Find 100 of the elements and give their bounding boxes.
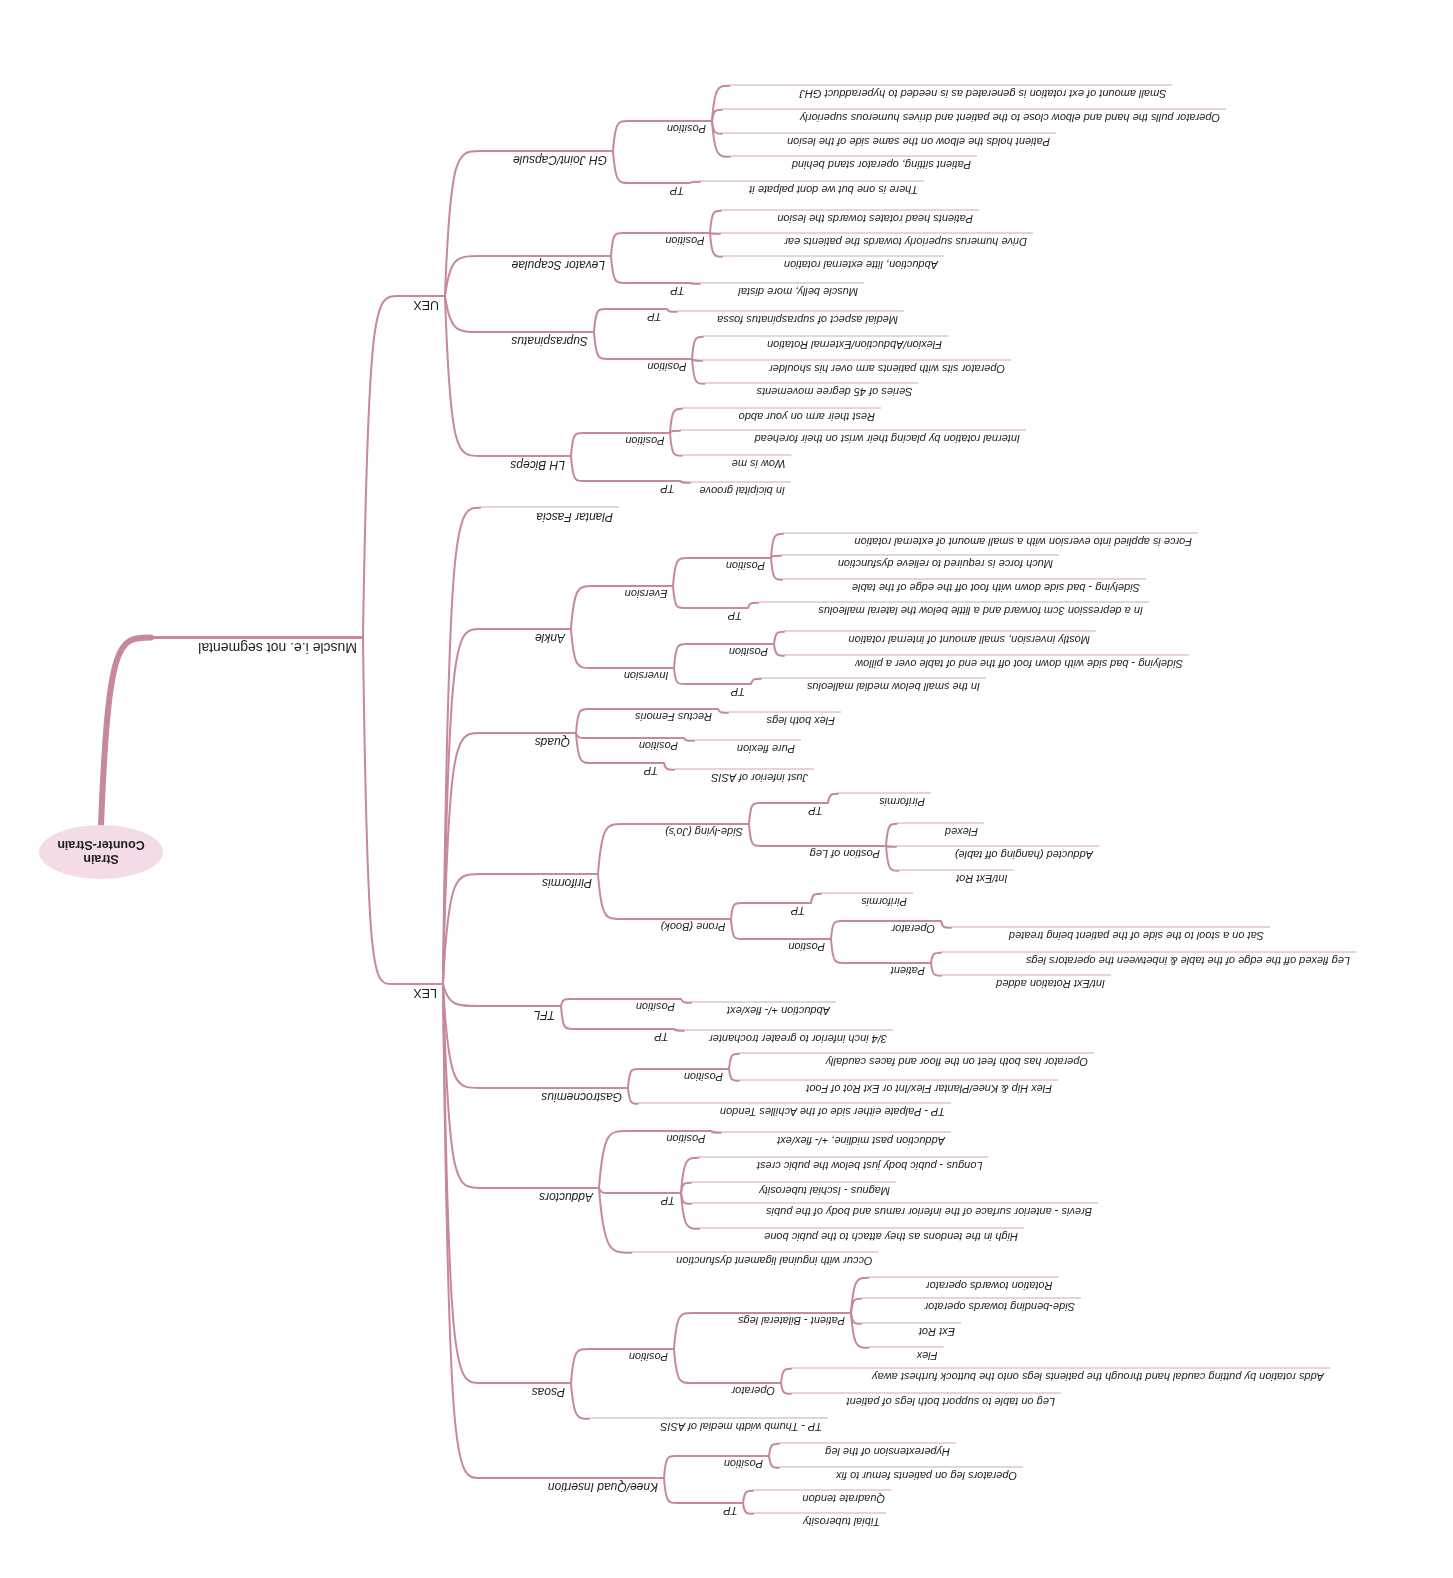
topic-label: Flex both legs <box>728 712 841 728</box>
branch-line <box>717 708 729 714</box>
branch-line <box>680 1192 700 1230</box>
topic-label: Adductors <box>480 1187 599 1204</box>
topic-label: Position <box>607 358 692 374</box>
branch-line <box>444 255 481 297</box>
topic-label: TP <box>624 282 690 298</box>
branch-line <box>663 762 675 771</box>
topic-label: TP <box>741 902 811 918</box>
branch-line <box>940 920 952 929</box>
branch-line <box>362 295 399 639</box>
topic-label: In bicipital groove <box>690 482 791 498</box>
topic-label: Supraspinatus <box>480 331 594 348</box>
topic-label: Eversion <box>592 585 673 601</box>
topic-label: TP <box>629 182 690 198</box>
topic-label: There is one but we dont palpate it <box>700 181 924 197</box>
branch-line <box>575 732 592 764</box>
branch-line <box>780 1382 792 1395</box>
topic-label: Sidelying - bad side with down foot off the end of table over a pillow <box>784 655 1189 671</box>
branch-line <box>672 557 688 587</box>
topic-label: Operator <box>691 1382 781 1398</box>
branch-line <box>691 358 703 362</box>
topic-label: TP <box>684 607 748 623</box>
topic-label: Longus - pubic body just below the pubic crest <box>698 1157 988 1173</box>
topic-label: LH Biceps <box>480 455 571 472</box>
topic-label: Medial aspect of supraspinatus fossa <box>677 311 904 327</box>
topic-label: Tibial tuberosity <box>753 1513 886 1529</box>
branch-line <box>598 1187 633 1254</box>
topic-label: Mostly inversion, small amount of internal rotation <box>784 631 1096 647</box>
topic-label: Position <box>638 1068 729 1084</box>
topic-label: Muscle i.e. not segmental <box>151 636 363 657</box>
branch-line <box>885 845 900 872</box>
topic-label: TP - Palpate either side of the Achilles Tendon <box>638 1103 951 1119</box>
branch-line <box>773 630 785 645</box>
branch-line <box>689 180 701 184</box>
topic-label: Adduction past midline, +/- flex/ext <box>721 1132 951 1148</box>
topic-label: Sat on a stool to the side of the patient being treated <box>951 927 1270 943</box>
branch-line <box>570 432 584 457</box>
branch-line <box>680 998 692 1004</box>
topic-label: Piriformis <box>838 793 931 809</box>
topic-label: TP <box>572 1028 674 1044</box>
topic-label: Just inferior of ASIS <box>674 769 814 785</box>
branch-line <box>597 823 624 875</box>
topic-label: Leg on table to support both legs of patient <box>791 1393 1061 1409</box>
topic-label: Small amount of ext rotation is generated as is needed to hyperadduct GHJ <box>729 85 1172 101</box>
topic-label: Patient holds the elbow on the same side of the lesion <box>722 133 1056 149</box>
branch-line <box>663 1477 678 1504</box>
branch-line <box>709 232 721 235</box>
topic-label: Levator Scapulae <box>480 255 611 272</box>
topic-label: Position <box>582 432 670 448</box>
topic-label: Position <box>571 998 681 1014</box>
branch-line <box>444 295 481 457</box>
branch-line <box>612 150 630 184</box>
topic-label: TFL <box>480 1005 561 1022</box>
branch-line <box>830 920 842 940</box>
topic-label: Pure flexion <box>694 740 801 756</box>
topic-label: Drive humerus superiorly towards the patients ear <box>720 233 1033 249</box>
branch-line <box>810 892 822 904</box>
branch-line <box>575 732 587 739</box>
branch-line <box>598 1187 610 1194</box>
topic-label: TP - Thumb width medial of ASIS <box>589 1418 828 1434</box>
branch-line <box>672 585 685 609</box>
topic-label: Quadrate tendon <box>753 1490 891 1506</box>
topic-label: Operator <box>841 920 941 936</box>
branch-line <box>560 998 572 1007</box>
topic-label: Operator has both feet on the floor and faces caudally <box>739 1053 1094 1069</box>
topic-label: In a depression 3cm forward and a little below the lateral malleolus <box>758 602 1149 618</box>
topic-label: Quads <box>480 732 576 749</box>
branch-line <box>683 737 695 742</box>
topic-label: Sidelying - bad side down with foot off the edge of the table <box>782 579 1146 595</box>
branch-line <box>850 1297 862 1314</box>
topic-label: Psoas <box>480 1382 571 1399</box>
branch-line <box>710 1130 722 1134</box>
topic-label: Position <box>627 1130 711 1146</box>
topic-label: TP <box>684 683 751 699</box>
branch-line <box>669 432 683 457</box>
branch-line <box>691 358 706 385</box>
topic-label: Piriformis <box>821 893 913 909</box>
branch-line <box>750 677 762 685</box>
branch-line <box>442 983 481 1007</box>
topic-label: TP <box>609 1192 681 1208</box>
topic-label: High in the tendons as they attach to the pubic bone <box>699 1228 1024 1244</box>
branch-line <box>930 962 942 977</box>
topic-label: Flex Hip & Knee/Plantar Flex/Int or Ext Rot of Foot <box>739 1080 1058 1096</box>
topic-label: Internal rotation by placing their wrist on their forehead <box>680 430 1026 446</box>
topic-label: Position <box>687 557 771 573</box>
branch-line <box>362 636 393 985</box>
topic-label: Knee/Quad Insertion <box>480 1477 664 1494</box>
topic-label: Ankle <box>480 628 571 645</box>
branch-line <box>885 822 898 847</box>
branch-line <box>711 108 723 122</box>
branch-line <box>666 308 678 313</box>
branch-line <box>770 557 783 581</box>
topic-label: Abduction +/- flex/ext <box>691 1002 836 1018</box>
topic-label: Much force is required to relieve dysfunction <box>781 555 1059 571</box>
topic-label: Rest their arm on your abdo <box>682 408 881 424</box>
topic-label: Patient <box>843 962 931 978</box>
branch-line <box>597 873 622 920</box>
topic-label: Prone (Book) <box>620 918 731 934</box>
topic-label: Plantar Fascia <box>480 507 619 524</box>
